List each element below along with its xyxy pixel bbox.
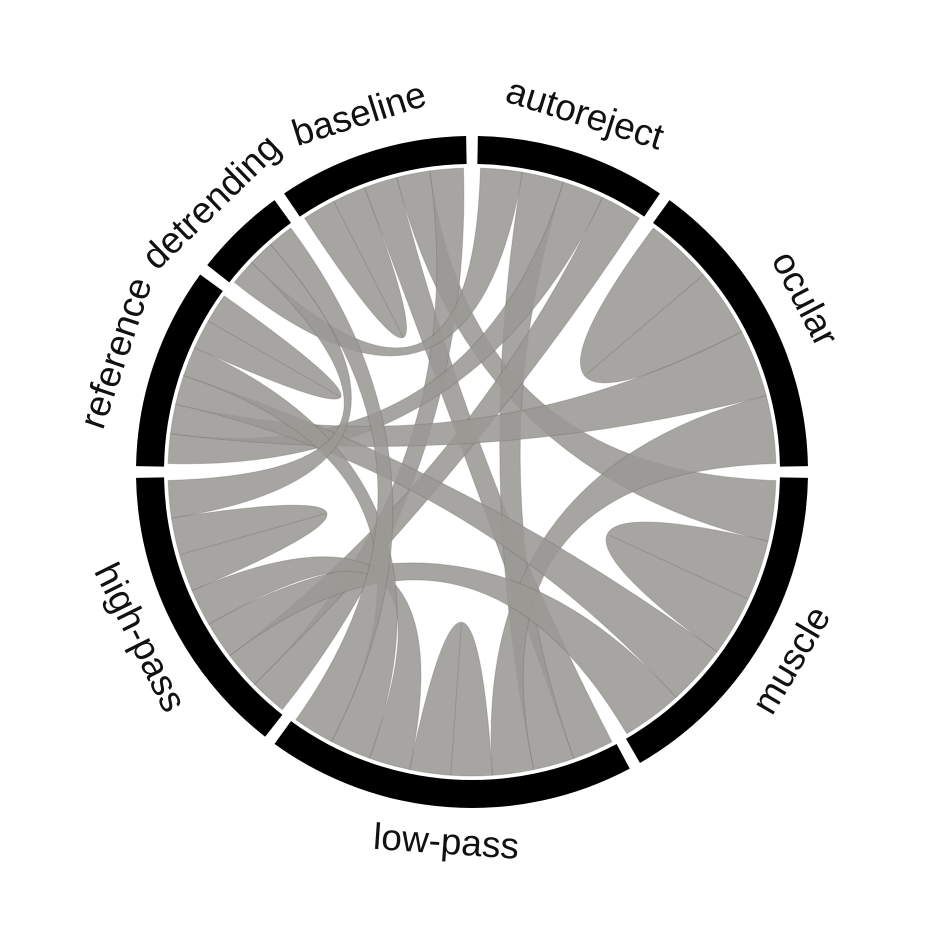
- ribbon-high-pass-high-pass: [170, 504, 328, 592]
- ribbon-low-pass-high-pass: [191, 556, 422, 771]
- ribbon-autoreject-reference: [167, 181, 604, 465]
- ribbon-ocular-low-pass: [490, 395, 777, 776]
- ring-segment-ocular: [653, 200, 808, 467]
- ribbon-autoreject-high-pass: [229, 196, 641, 685]
- ribbons: [167, 167, 777, 777]
- ring-segment-autoreject: [477, 136, 660, 217]
- ribbon-muscle-reference: [175, 374, 718, 699]
- ribbon-autoreject-detrending: [233, 167, 524, 357]
- ring-segment-baseline: [284, 136, 467, 217]
- ribbon-reference-reference: [193, 295, 342, 400]
- ribbon-high-pass-detrending: [167, 243, 352, 519]
- ring-segment-reference: [136, 274, 223, 467]
- ribbon-detrending-low-pass: [269, 227, 394, 743]
- ribbon-muscle-muscle: [605, 521, 769, 653]
- node-label-baseline: baseline: [287, 73, 431, 154]
- node-ring: [136, 136, 808, 809]
- ring-segment-muscle: [626, 477, 808, 763]
- ribbon-low-pass-low-pass: [408, 621, 493, 777]
- ribbon-baseline-low-pass: [363, 176, 613, 760]
- ribbon-muscle-high-pass: [208, 562, 677, 735]
- ribbon-ocular-reference: [169, 330, 767, 447]
- ring-segment-low-pass: [274, 721, 630, 809]
- ring-segment-detrending: [207, 200, 291, 283]
- node-label-low-pass: low-pass: [372, 816, 521, 867]
- ribbon-baseline-baseline: [303, 186, 408, 339]
- ring-segment-high-pass: [136, 477, 283, 737]
- ribbon-ocular-ocular: [579, 227, 743, 384]
